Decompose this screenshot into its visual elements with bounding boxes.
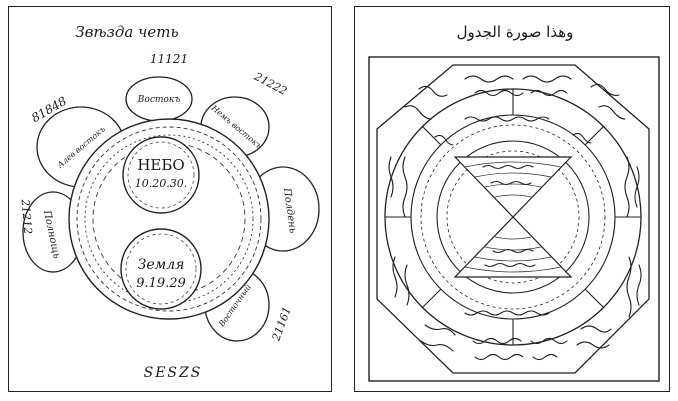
sector-dividers: [385, 89, 641, 345]
middle-dashed-circle: [420, 124, 606, 310]
heaven-label: НЕБО: [137, 156, 184, 174]
heaven-circle: [122, 136, 200, 214]
lobe-text-left: Полнощь: [41, 208, 62, 259]
left-diagram-svg: Звѣзда четь 11121 НЕ: [18, 23, 320, 381]
left-bottom-number: SESZS: [144, 365, 203, 381]
earth-inner-ring: [125, 233, 197, 305]
octagon-frame: [376, 64, 650, 374]
outer-square-frame: [368, 56, 660, 382]
triangle-arcs: [464, 161, 562, 273]
earth-label: Земля: [138, 257, 185, 273]
heaven-inner-ring: [127, 141, 195, 209]
edge-number-top-right: 21222: [251, 69, 289, 97]
right-diagram-svg: وهذا صورة الجدول: [368, 23, 660, 382]
earth-circle: [120, 228, 202, 310]
ring-dashed-1: [76, 126, 262, 312]
edge-number-left: 21212: [18, 198, 34, 235]
right-title: وهذا صورة الجدول: [457, 23, 574, 41]
upper-triangle: [453, 156, 573, 218]
earth-number: 9.19.29: [136, 276, 186, 291]
edge-number-top-left: 81848: [29, 94, 69, 125]
left-top-number: 11121: [150, 52, 188, 66]
lobe-text-top: Востокъ: [137, 95, 180, 105]
left-title: Звѣзда четь: [75, 23, 178, 41]
heaven-number: 10.20.30.: [135, 177, 187, 190]
left-diagram-panel: Звѣзда четь 11121 НЕ: [8, 6, 332, 392]
script-scribbles: [388, 75, 642, 361]
lobe-text-right: Полдень: [281, 186, 298, 233]
lower-triangle: [453, 216, 573, 278]
right-diagram-panel: وهذا صورة الجدول: [354, 6, 670, 392]
edge-number-bottom-right: 21161: [269, 305, 294, 343]
inner-circle: [436, 140, 590, 294]
inner-dashed-circle: [446, 150, 580, 284]
outer-ring: [68, 118, 270, 320]
